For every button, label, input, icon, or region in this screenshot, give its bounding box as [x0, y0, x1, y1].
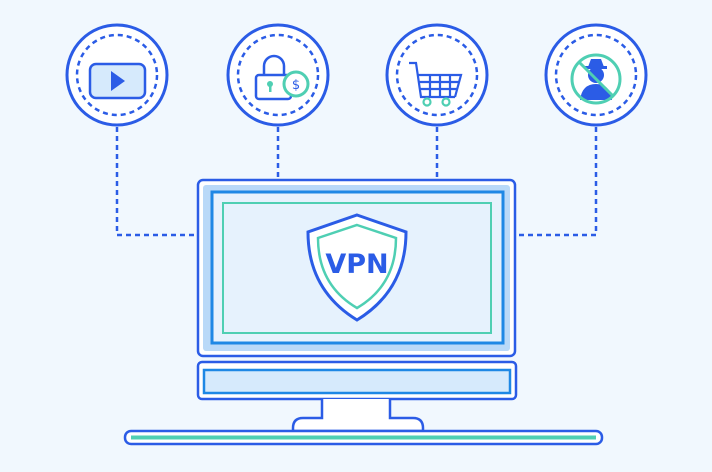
connector-lines: [115, 127, 598, 237]
svg-text:$: $: [292, 78, 300, 93]
icon-circle-spy: [544, 23, 648, 127]
connector-spy: [515, 127, 598, 237]
connector-video: [115, 127, 198, 237]
monitor-stand: [291, 399, 425, 433]
vpn-label: VPN: [325, 249, 388, 280]
icon-circle-cart: [385, 23, 489, 127]
icon-circle-lock: $: [226, 23, 330, 127]
vpn-shield-icon: VPN: [306, 213, 408, 322]
video-play-icon: [88, 62, 147, 100]
icon-circle-video: [65, 23, 169, 127]
lock-dollar-icon: $: [254, 54, 310, 101]
shopping-cart-icon: [409, 61, 463, 107]
monitor: VPN: [123, 178, 604, 446]
no-spy-icon: [570, 53, 622, 105]
